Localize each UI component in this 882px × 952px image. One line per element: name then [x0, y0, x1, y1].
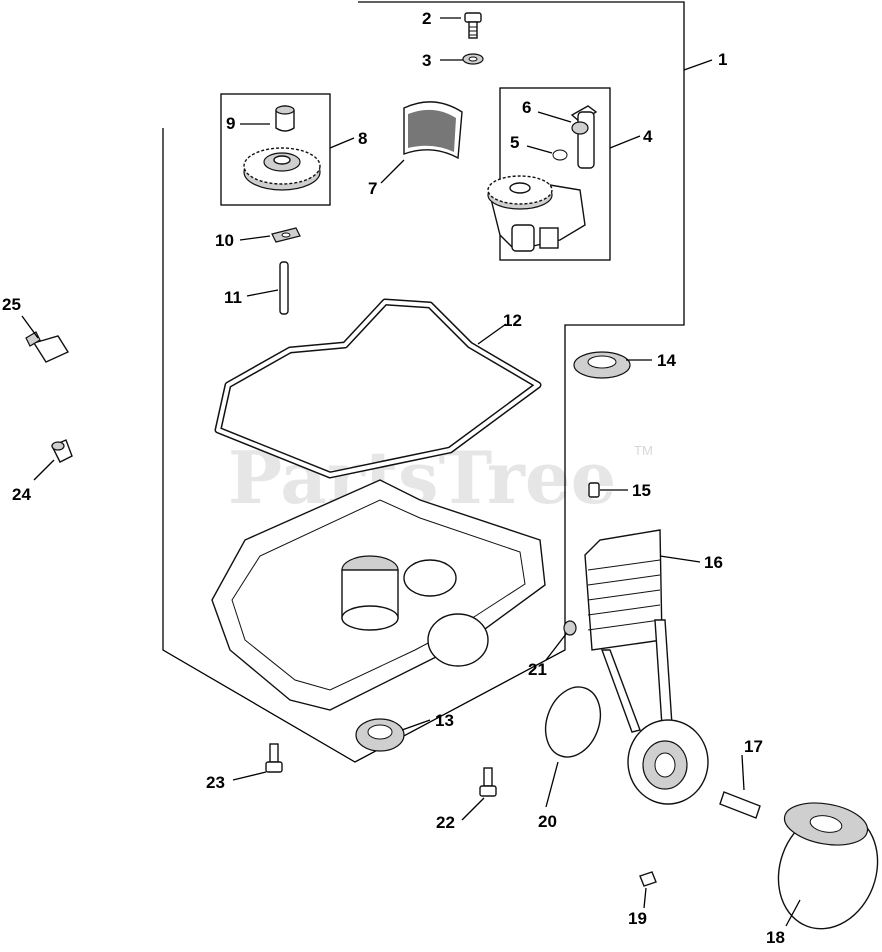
watermark-trademark: TM — [634, 443, 653, 458]
callout-14[interactable]: 14 — [657, 351, 676, 370]
fitting-icon[interactable] — [588, 482, 600, 498]
callout-13[interactable]: 13 — [435, 711, 454, 730]
callout-2[interactable]: 2 — [422, 9, 431, 28]
bolt-23-icon[interactable] — [265, 743, 283, 773]
callout-19[interactable]: 19 — [628, 909, 647, 928]
callout-18[interactable]: 18 — [766, 928, 785, 947]
callout-12[interactable]: 12 — [503, 311, 522, 330]
callout-15[interactable]: 15 — [632, 481, 651, 500]
oil-pump-kit-box — [499, 87, 611, 261]
callout-22[interactable]: 22 — [436, 813, 455, 832]
callout-7[interactable]: 7 — [368, 179, 377, 198]
clip-icon[interactable] — [639, 871, 657, 887]
bearing-shell-icon[interactable] — [403, 101, 463, 160]
callout-11[interactable]: 11 — [224, 288, 242, 307]
callout-16[interactable]: 16 — [704, 553, 723, 572]
callout-9[interactable]: 9 — [226, 114, 235, 133]
callout-10[interactable]: 10 — [215, 231, 234, 250]
callout-8[interactable]: 8 — [358, 129, 367, 148]
gear-kit-box — [220, 93, 331, 206]
gear-icon[interactable] — [243, 147, 321, 191]
gasket-inner — [216, 300, 540, 477]
callout-25[interactable]: 25 — [2, 295, 21, 314]
dowel-rod-icon[interactable] — [279, 261, 289, 315]
callout-24[interactable]: 24 — [12, 485, 31, 504]
callout-17[interactable]: 17 — [744, 737, 763, 756]
leader-lines — [21, 17, 801, 927]
pin-icon[interactable] — [275, 105, 295, 132]
o-ring-icon[interactable] — [552, 149, 568, 161]
callout-1[interactable]: 1 — [718, 50, 727, 69]
filter-adapter-icon[interactable] — [627, 719, 709, 805]
drain-plug-icon[interactable] — [51, 439, 73, 463]
callout-4[interactable]: 4 — [643, 127, 653, 146]
callout-3[interactable]: 3 — [422, 51, 431, 70]
callout-6[interactable]: 6 — [522, 98, 531, 117]
tab-washer-icon[interactable] — [271, 227, 301, 243]
seal-ring-icon[interactable] — [573, 351, 631, 379]
pickup-tube-icon[interactable] — [570, 105, 598, 169]
callout-23[interactable]: 23 — [206, 773, 225, 792]
oil-pump-icon[interactable] — [487, 175, 586, 252]
oil-sensor-icon[interactable] — [25, 331, 70, 363]
filter-o-ring-icon[interactable] — [536, 679, 609, 764]
bolt-icon[interactable] — [464, 12, 482, 39]
washer-icon[interactable] — [462, 53, 484, 65]
oil-seal-icon[interactable] — [355, 718, 405, 752]
nut-icon[interactable] — [563, 620, 577, 636]
stud-icon[interactable] — [719, 791, 761, 819]
callout-21[interactable]: 21 — [528, 660, 547, 679]
callout-20[interactable]: 20 — [538, 812, 557, 831]
oil-pan-icon[interactable] — [211, 479, 546, 711]
oil-filter-icon[interactable] — [762, 797, 882, 943]
callout-5[interactable]: 5 — [510, 133, 519, 152]
bolt-22-icon[interactable] — [479, 767, 497, 797]
oil-cooler-icon[interactable] — [584, 529, 673, 733]
assembly-outline — [162, 1, 685, 763]
